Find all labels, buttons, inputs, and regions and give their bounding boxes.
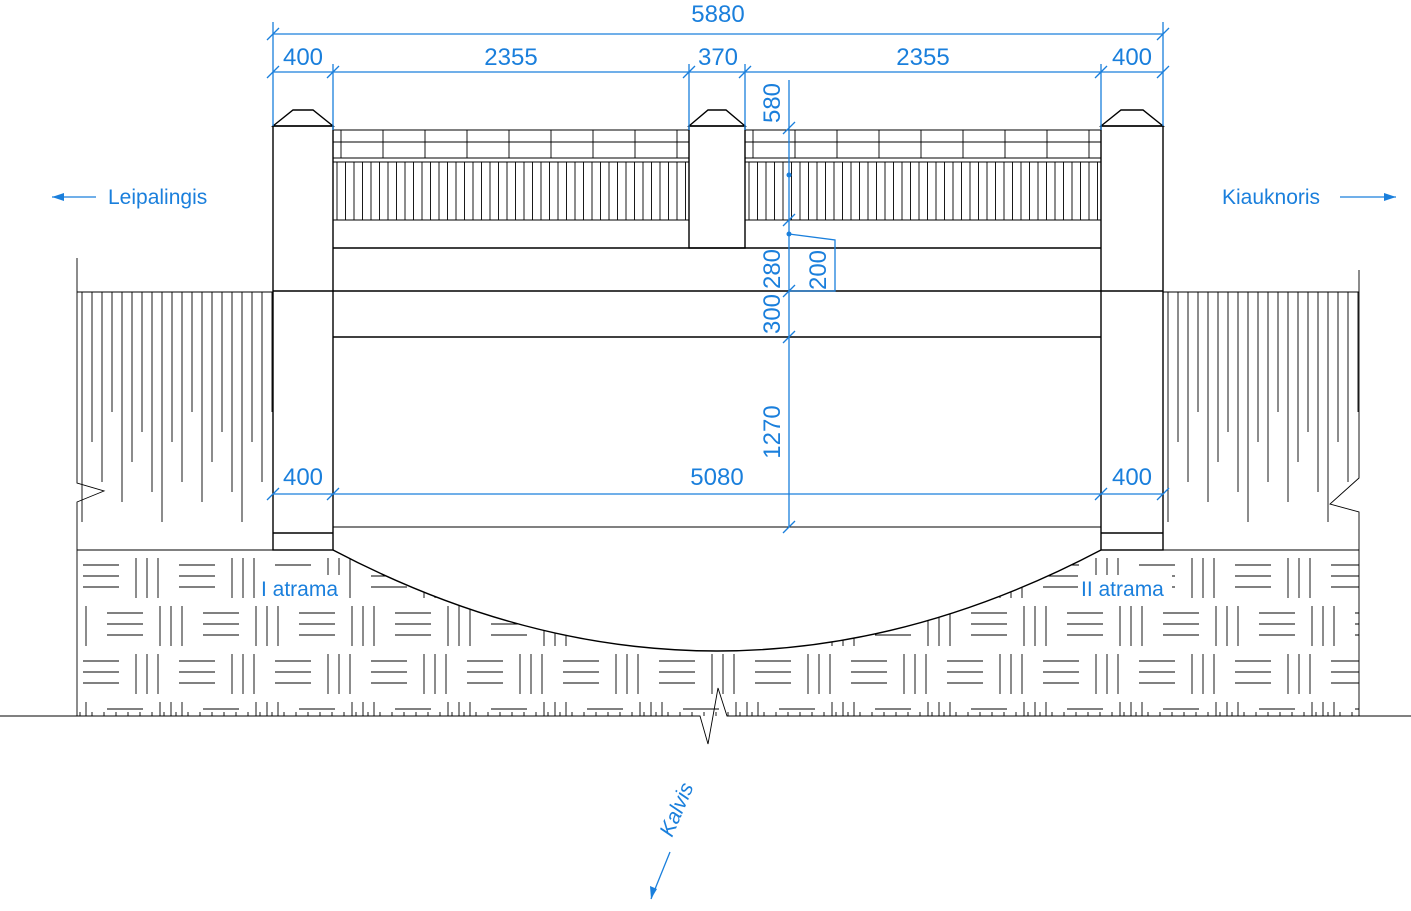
pillar-left [271,109,335,551]
dim-top-middle-pillar: 370 [698,44,738,71]
railing-right [745,130,1101,220]
direction-label-left: Leipalingis [108,186,207,209]
dim-top-right-span: 2355 [896,44,949,71]
pillar-right [1099,109,1165,551]
direction-label-right: Kiauknoris [1222,186,1320,209]
embankment-hatch-left [81,292,273,522]
arch-soffit [332,549,1102,652]
railing-left [333,130,689,220]
support-label-right: II atrama [1081,578,1164,601]
dim-top-left-span: 2355 [484,44,537,71]
dim-deck-offset: 200 [805,250,832,290]
dim-overall-width: 5880 [691,1,744,28]
embankment-hatch-right [1167,292,1359,522]
dim-top-left-pillar: 400 [283,44,323,71]
dim-bottom-right-pillar: 400 [1112,464,1152,491]
dim-beam-height: 300 [759,294,786,334]
dim-deck-edge: 280 [759,249,786,289]
dim-bottom-left-pillar: 400 [283,464,323,491]
dim-railing-height: 580 [759,83,786,123]
dim-abutment-height: 1270 [759,405,786,458]
pillar-middle [687,109,747,249]
dim-bottom-span: 5080 [690,464,743,491]
dim-top-right-pillar: 400 [1112,44,1152,71]
support-label-left: I atrama [261,578,338,601]
river-label: Kalvis [655,779,698,840]
dimension-lines [52,22,1396,900]
